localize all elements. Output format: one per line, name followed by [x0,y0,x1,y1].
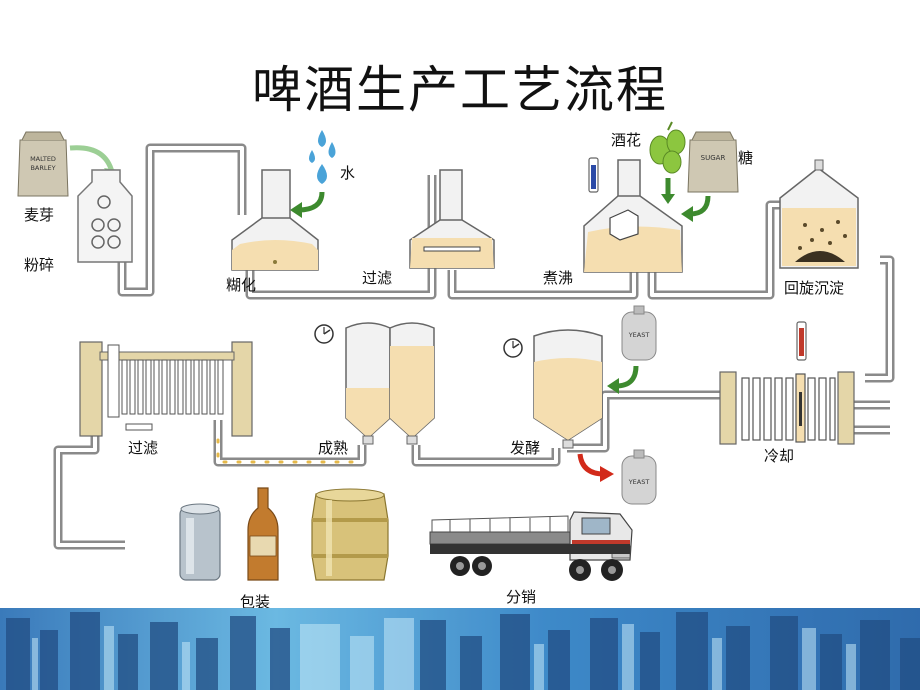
label-cooling: 冷却 [764,447,795,465]
whirlpool-tank [779,159,859,269]
truck-icon [429,511,633,581]
brew-kettle [583,159,683,273]
yeast-text-2: YEAST [628,478,650,486]
fermentation-tank [533,329,603,449]
sugar-bag: SUGAR [687,131,739,193]
clock-icon [314,324,334,344]
label-hops: 酒花 [611,131,642,149]
sugar-arrowhead-icon [681,206,693,222]
page-title: 啤酒生产工艺流程 [252,61,668,119]
label-maturation: 成熟 [318,439,349,457]
mash-tun [231,169,319,271]
label-malt: 麦芽 [24,206,55,224]
label-whirlpool: 回旋沉淀 [784,279,845,297]
label-distribution: 分销 [506,588,537,606]
water-drop-icon [309,130,336,184]
label-packaging: 包装 [240,593,271,611]
hops-icon [649,121,686,174]
label-mash: 糊化 [226,276,257,294]
yeast-in-arrowhead-icon [607,378,619,394]
green-arrow-icon [69,145,115,173]
yeast-canister-in: YEAST [621,305,657,361]
can-icon [179,503,221,581]
pipes [53,143,895,550]
malt-bag-text1: MALTED [30,155,56,163]
wort-cooler [719,371,855,445]
sugar-bag-text: SUGAR [701,154,726,162]
maturation-tanks [345,322,435,445]
clock-icon [503,338,523,358]
yeast-in-arrow-icon [615,365,639,389]
label-crush: 粉碎 [24,256,55,274]
thermometer-icon [588,157,599,193]
label-filter2: 过滤 [128,439,159,457]
label-filter1: 过滤 [362,269,393,287]
label-boil: 煮沸 [543,269,574,287]
cityscape-banner [0,608,920,690]
lauter-tun [409,169,495,269]
label-fermentation: 发酵 [510,439,541,457]
bottle-icon [247,487,279,581]
yeast-canister-out: YEAST [621,449,657,505]
hops-arrowhead-icon [661,194,675,204]
label-water: 水 [340,164,356,182]
yeast-text-1: YEAST [628,331,650,339]
water-arrowhead-icon [290,202,302,218]
keg-icon [311,488,389,581]
yeast-out-arrowhead-icon [600,466,614,482]
malt-bag: MALTED BARLEY [17,131,69,197]
thermometer-icon [796,321,807,361]
plate-filter [79,341,253,437]
mill-icon [77,169,133,263]
label-sugar: 糖 [738,149,754,167]
malt-bag-text2: BARLEY [30,164,55,172]
